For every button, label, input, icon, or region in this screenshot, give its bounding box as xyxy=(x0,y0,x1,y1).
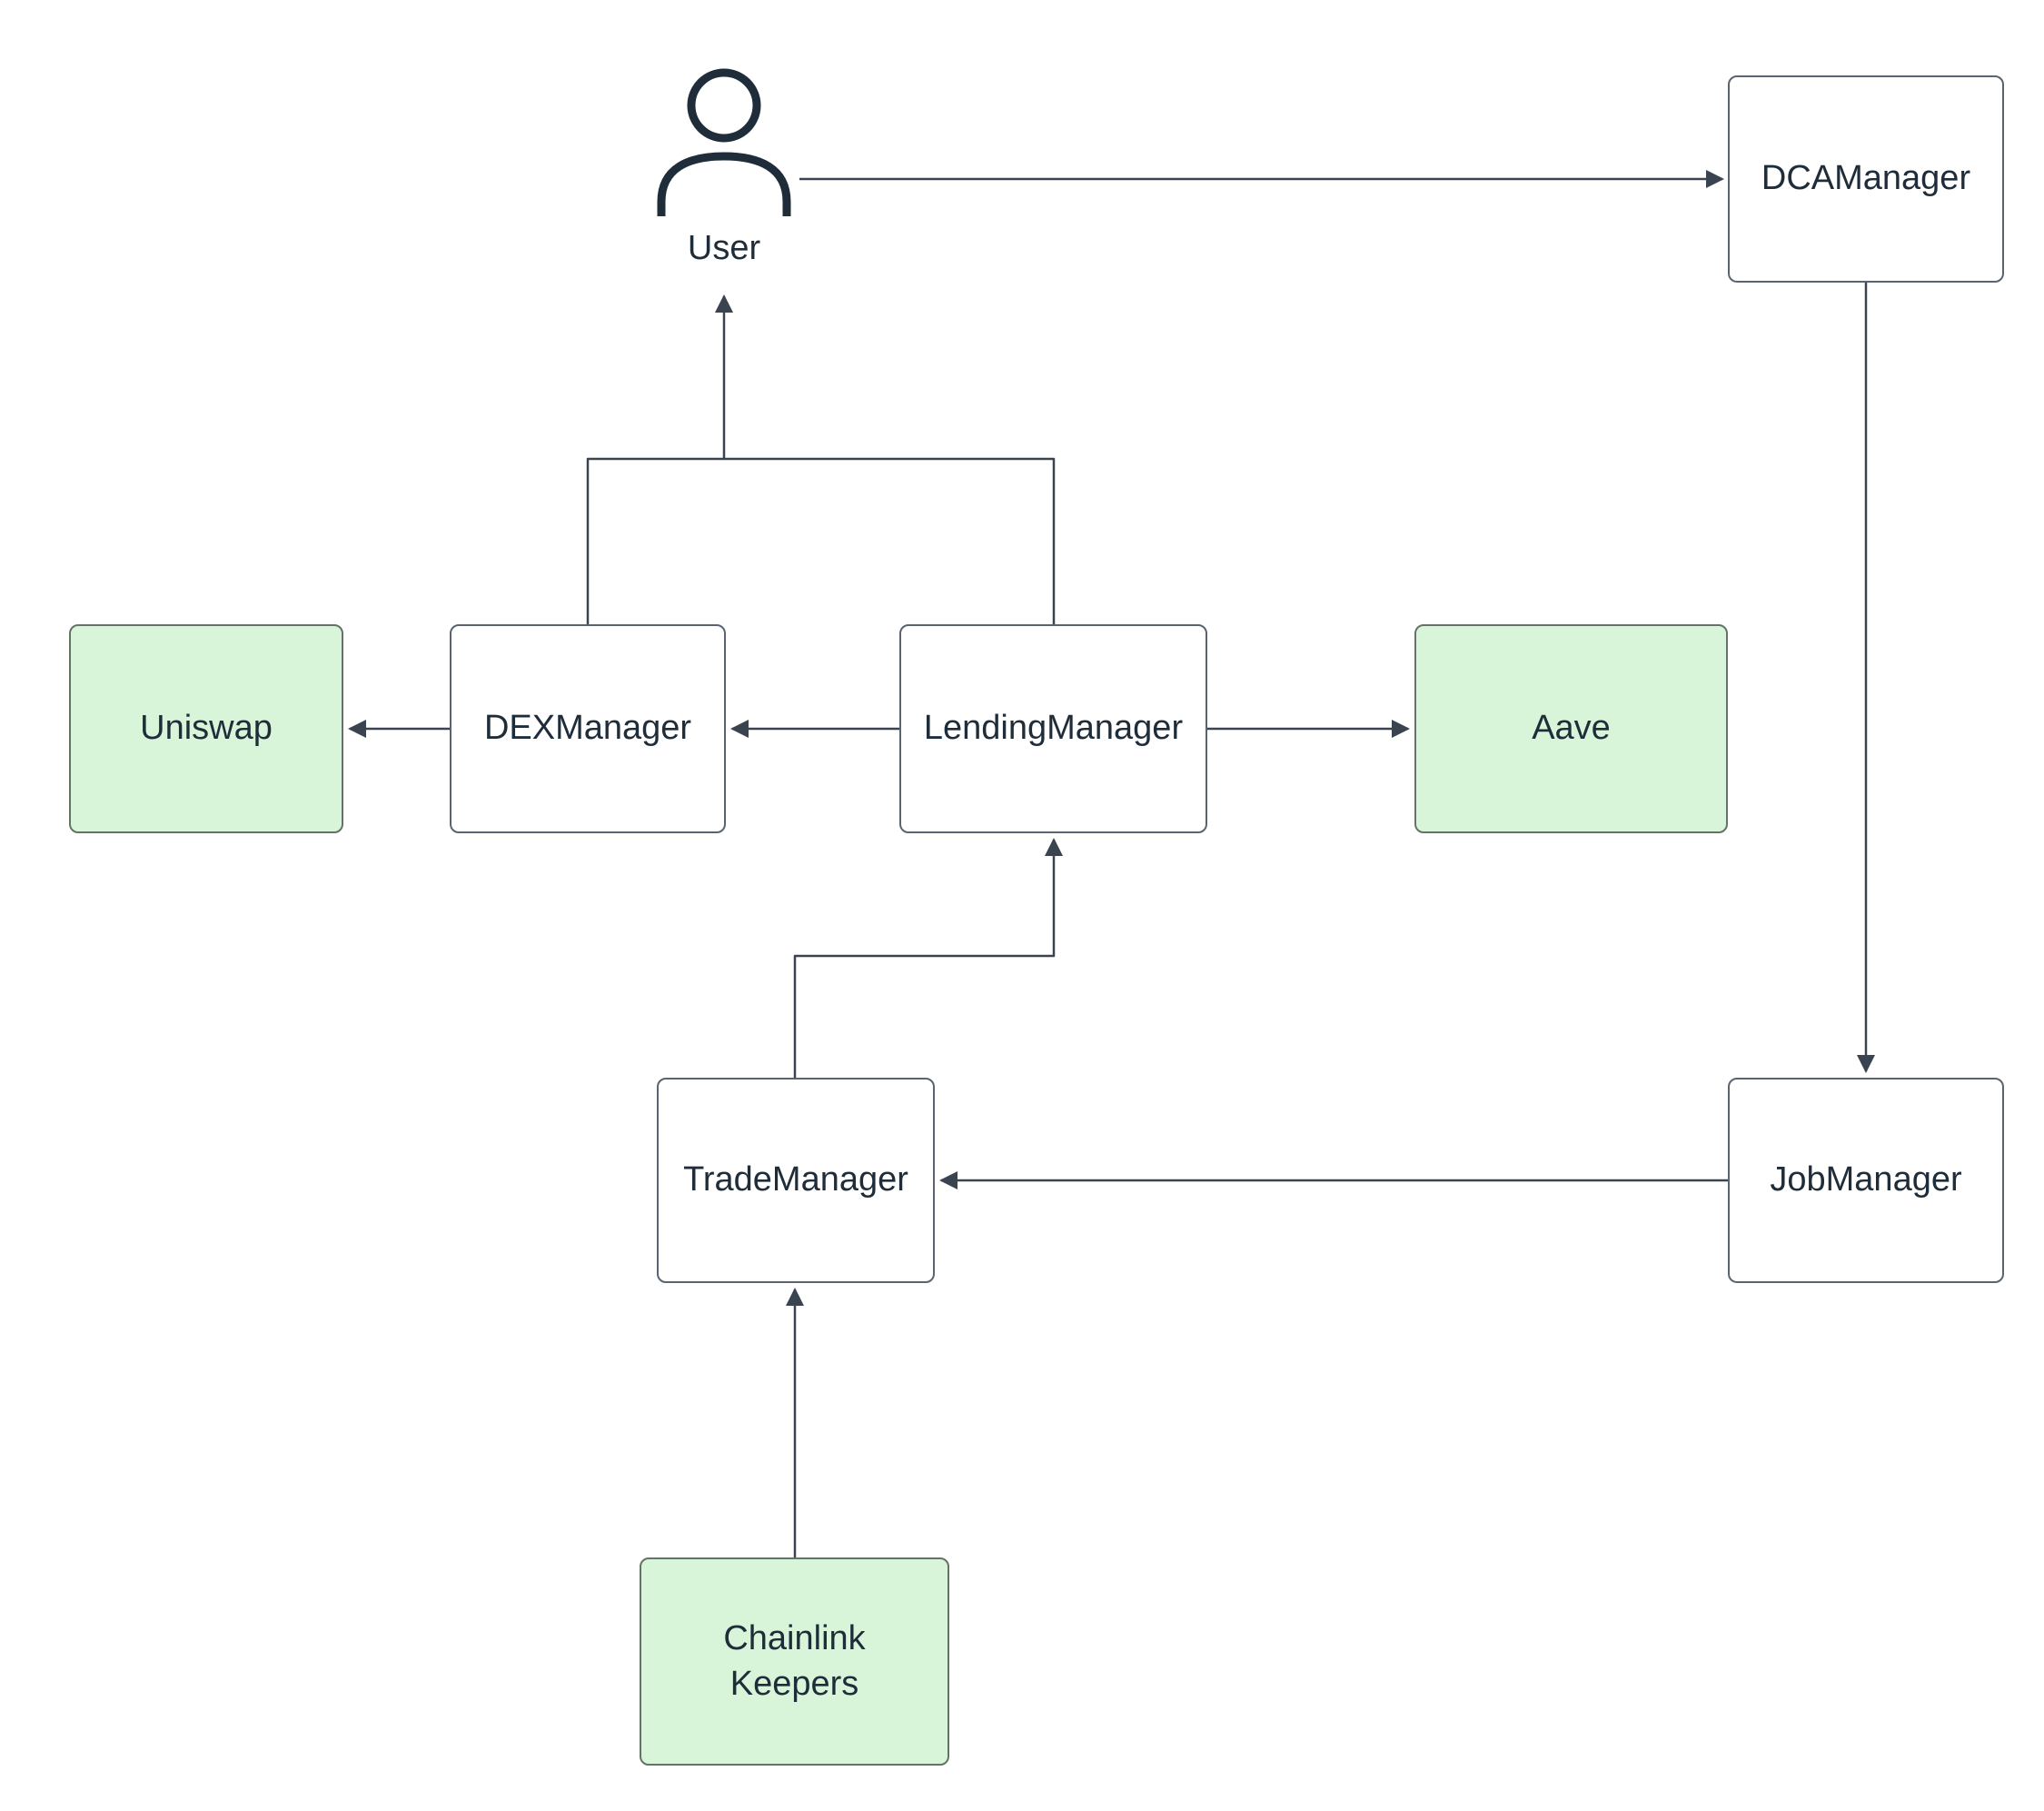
node-dcamanager: DCAManager xyxy=(1728,75,2004,283)
edge-trademanager-to-lendingmanager xyxy=(793,838,1063,1078)
edge-dexmanager-to-user xyxy=(586,294,733,624)
node-uniswap-label: Uniswap xyxy=(140,709,273,748)
node-trademanager: TradeManager xyxy=(657,1078,935,1283)
node-aave: Aave xyxy=(1414,624,1728,833)
node-jobmanager: JobManager xyxy=(1728,1078,2004,1283)
node-lendingmanager-label: LendingManager xyxy=(923,709,1184,748)
node-aave-label: Aave xyxy=(1532,709,1611,748)
node-dexmanager-label: DEXManager xyxy=(483,709,692,748)
node-user-label: User xyxy=(687,229,761,267)
node-dexmanager: DEXManager xyxy=(450,624,726,833)
user-icon xyxy=(657,68,791,216)
node-dcamanager-label: DCAManager xyxy=(1761,159,1971,198)
node-trademanager-label: TradeManager xyxy=(683,1160,908,1199)
node-chainlink-keepers-label: Chainlink Keepers xyxy=(723,1619,866,1703)
node-uniswap: Uniswap xyxy=(69,624,343,833)
node-lendingmanager: LendingManager xyxy=(899,624,1207,833)
node-chainlink-keepers: Chainlink Keepers xyxy=(640,1557,949,1766)
node-user: User xyxy=(647,65,801,284)
edge-lendingmanager-to-user xyxy=(724,457,1056,624)
node-jobmanager-label: JobManager xyxy=(1770,1160,1962,1199)
